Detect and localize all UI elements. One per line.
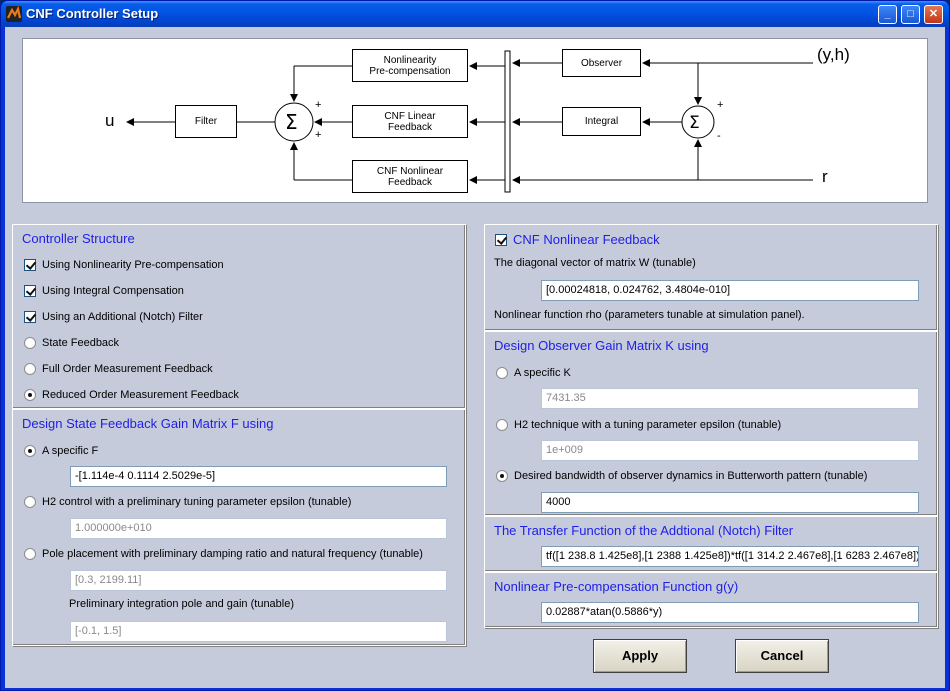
notch-filter-input[interactable]: tf([1 238.8 1.425e8],[1 2388 1.425e8])*t… [541, 546, 919, 567]
notch-filter-title: The Transfer Function of the Addtional (… [494, 523, 794, 538]
cnf-nonlinear-toggle[interactable]: CNF Nonlinear Feedback [495, 232, 660, 247]
matlab-logo-icon [6, 6, 22, 22]
plus-sign: + [315, 99, 322, 111]
option-label: H2 control with a preliminary tuning par… [42, 496, 352, 508]
maximize-icon: □ [907, 8, 914, 20]
option-label: Pole placement with preliminary damping … [42, 548, 423, 560]
window-title: CNF Controller Setup [26, 6, 159, 21]
precomp-function-input[interactable]: 0.02887*atan(0.5886*y) [541, 602, 919, 623]
integration-pole-input[interactable]: [-0.1, 1.5] [70, 621, 447, 642]
option-label: A specific F [42, 445, 99, 457]
precomp-function-title: Nonlinear Pre-compensation Function g(y) [494, 579, 739, 594]
measured-yh-label: (y,h) [817, 45, 850, 64]
radio-icon[interactable] [24, 496, 36, 508]
w-vector-label: The diagonal vector of matrix W (tunable… [494, 257, 696, 269]
block-label: Feedback [388, 176, 432, 188]
plus-sign: + [717, 99, 724, 111]
option-label: H2 technique with a tuning parameter eps… [514, 419, 782, 431]
pole-placement-input[interactable]: [0.3, 2199.11] [70, 570, 447, 591]
checkbox-icon[interactable] [24, 311, 36, 323]
checkbox-icon[interactable] [24, 285, 36, 297]
specific-f-input[interactable]: -[1.114e-4 0.1114 2.5029e-5] [70, 466, 447, 487]
notch-filter-panel: The Transfer Function of the Addtional (… [484, 516, 938, 572]
observer-gain-panel: Design Observer Gain Matrix K using A sp… [484, 331, 938, 516]
apply-button[interactable]: Apply [593, 639, 687, 673]
svg-text:Σ: Σ [285, 110, 298, 134]
minus-sign: - [717, 130, 721, 142]
controller-structure-title: Controller Structure [22, 231, 135, 246]
option-nonlinearity-precomp[interactable]: Using Nonlinearity Pre-compensation [24, 259, 224, 271]
option-label: Using Nonlinearity Pre-compensation [42, 259, 224, 271]
checkbox-icon[interactable] [24, 259, 36, 271]
close-button[interactable]: ✕ [924, 5, 943, 24]
checkbox-icon[interactable] [495, 233, 507, 246]
h2-technique-input[interactable]: 1e+009 [541, 440, 919, 461]
cnf-nonlinear-title: CNF Nonlinear Feedback [513, 232, 660, 247]
option-label: A specific K [514, 367, 571, 379]
option-pole-placement[interactable]: Pole placement with preliminary damping … [24, 548, 423, 560]
filter-block: Filter [175, 105, 237, 138]
option-integral-compensation[interactable]: Using Integral Compensation [24, 285, 184, 297]
block-label: Feedback [388, 121, 432, 133]
block-label: CNF Nonlinear [376, 165, 444, 177]
option-h2-control[interactable]: H2 control with a preliminary tuning par… [24, 496, 351, 508]
option-reduced-order[interactable]: Reduced Order Measurement Feedback [24, 389, 239, 401]
title-bar[interactable]: CNF Controller Setup _ □ ✕ [1, 1, 949, 27]
svg-text:Σ: Σ [689, 113, 700, 133]
option-label: Desired bandwidth of observer dynamics i… [514, 470, 868, 482]
block-label: Nonlinearity [383, 54, 437, 66]
block-label: Pre-compensation [369, 65, 451, 77]
minimize-button[interactable]: _ [878, 5, 897, 24]
radio-icon[interactable] [496, 470, 508, 482]
state-feedback-panel: Design State Feedback Gain Matrix F usin… [12, 409, 466, 646]
radio-icon[interactable] [24, 363, 36, 375]
close-icon: ✕ [928, 8, 939, 20]
option-specific-k[interactable]: A specific K [496, 367, 571, 379]
cancel-button[interactable]: Cancel [735, 639, 829, 673]
integral-block: Integral [562, 107, 641, 136]
output-u-label: u [105, 111, 115, 130]
option-label: Using an Additional (Notch) Filter [42, 311, 203, 323]
radio-icon[interactable] [496, 367, 508, 379]
diagram-lines: Σ Σ [126, 50, 813, 193]
minimize-icon: _ [884, 8, 891, 20]
option-label: State Feedback [42, 337, 120, 349]
option-h2-technique[interactable]: H2 technique with a tuning parameter eps… [496, 419, 781, 431]
observer-gain-title: Design Observer Gain Matrix K using [494, 338, 709, 353]
option-label: Reduced Order Measurement Feedback [42, 389, 239, 401]
radio-icon[interactable] [24, 337, 36, 349]
reference-r-label: r [822, 167, 828, 186]
integration-label: Preliminary integration pole and gain (t… [69, 598, 295, 610]
state-feedback-title: Design State Feedback Gain Matrix F usin… [22, 416, 274, 431]
maximize-button[interactable]: □ [901, 5, 920, 24]
rho-note: Nonlinear function rho (parameters tunab… [494, 309, 805, 321]
w-vector-input[interactable]: [0.00024818, 0.024762, 3.4804e-010] [541, 280, 919, 301]
option-bandwidth[interactable]: Desired bandwidth of observer dynamics i… [496, 470, 867, 482]
radio-icon[interactable] [24, 548, 36, 560]
option-label: Using Integral Compensation [42, 285, 184, 297]
block-label: CNF Linear [384, 110, 436, 122]
radio-icon[interactable] [496, 419, 508, 431]
precomp-function-panel: Nonlinear Pre-compensation Function g(y)… [484, 572, 938, 628]
cnf-nonlinear-panel: CNF Nonlinear Feedback The diagonal vect… [484, 224, 938, 331]
controller-structure-panel: Controller Structure Using Nonlinearity … [12, 224, 466, 409]
option-notch-filter[interactable]: Using an Additional (Notch) Filter [24, 311, 203, 323]
specific-k-input[interactable]: 7431.35 [541, 388, 919, 409]
option-label: Full Order Measurement Feedback [42, 363, 213, 375]
radio-icon[interactable] [24, 445, 36, 457]
option-state-feedback[interactable]: State Feedback [24, 337, 119, 349]
radio-icon[interactable] [24, 389, 36, 401]
option-full-order[interactable]: Full Order Measurement Feedback [24, 363, 213, 375]
option-specific-f[interactable]: A specific F [24, 445, 98, 457]
plus-sign: + [315, 129, 322, 141]
observer-block: Observer [562, 49, 641, 77]
bandwidth-input[interactable]: 4000 [541, 492, 919, 513]
h2-epsilon-input[interactable]: 1.000000e+010 [70, 518, 447, 539]
